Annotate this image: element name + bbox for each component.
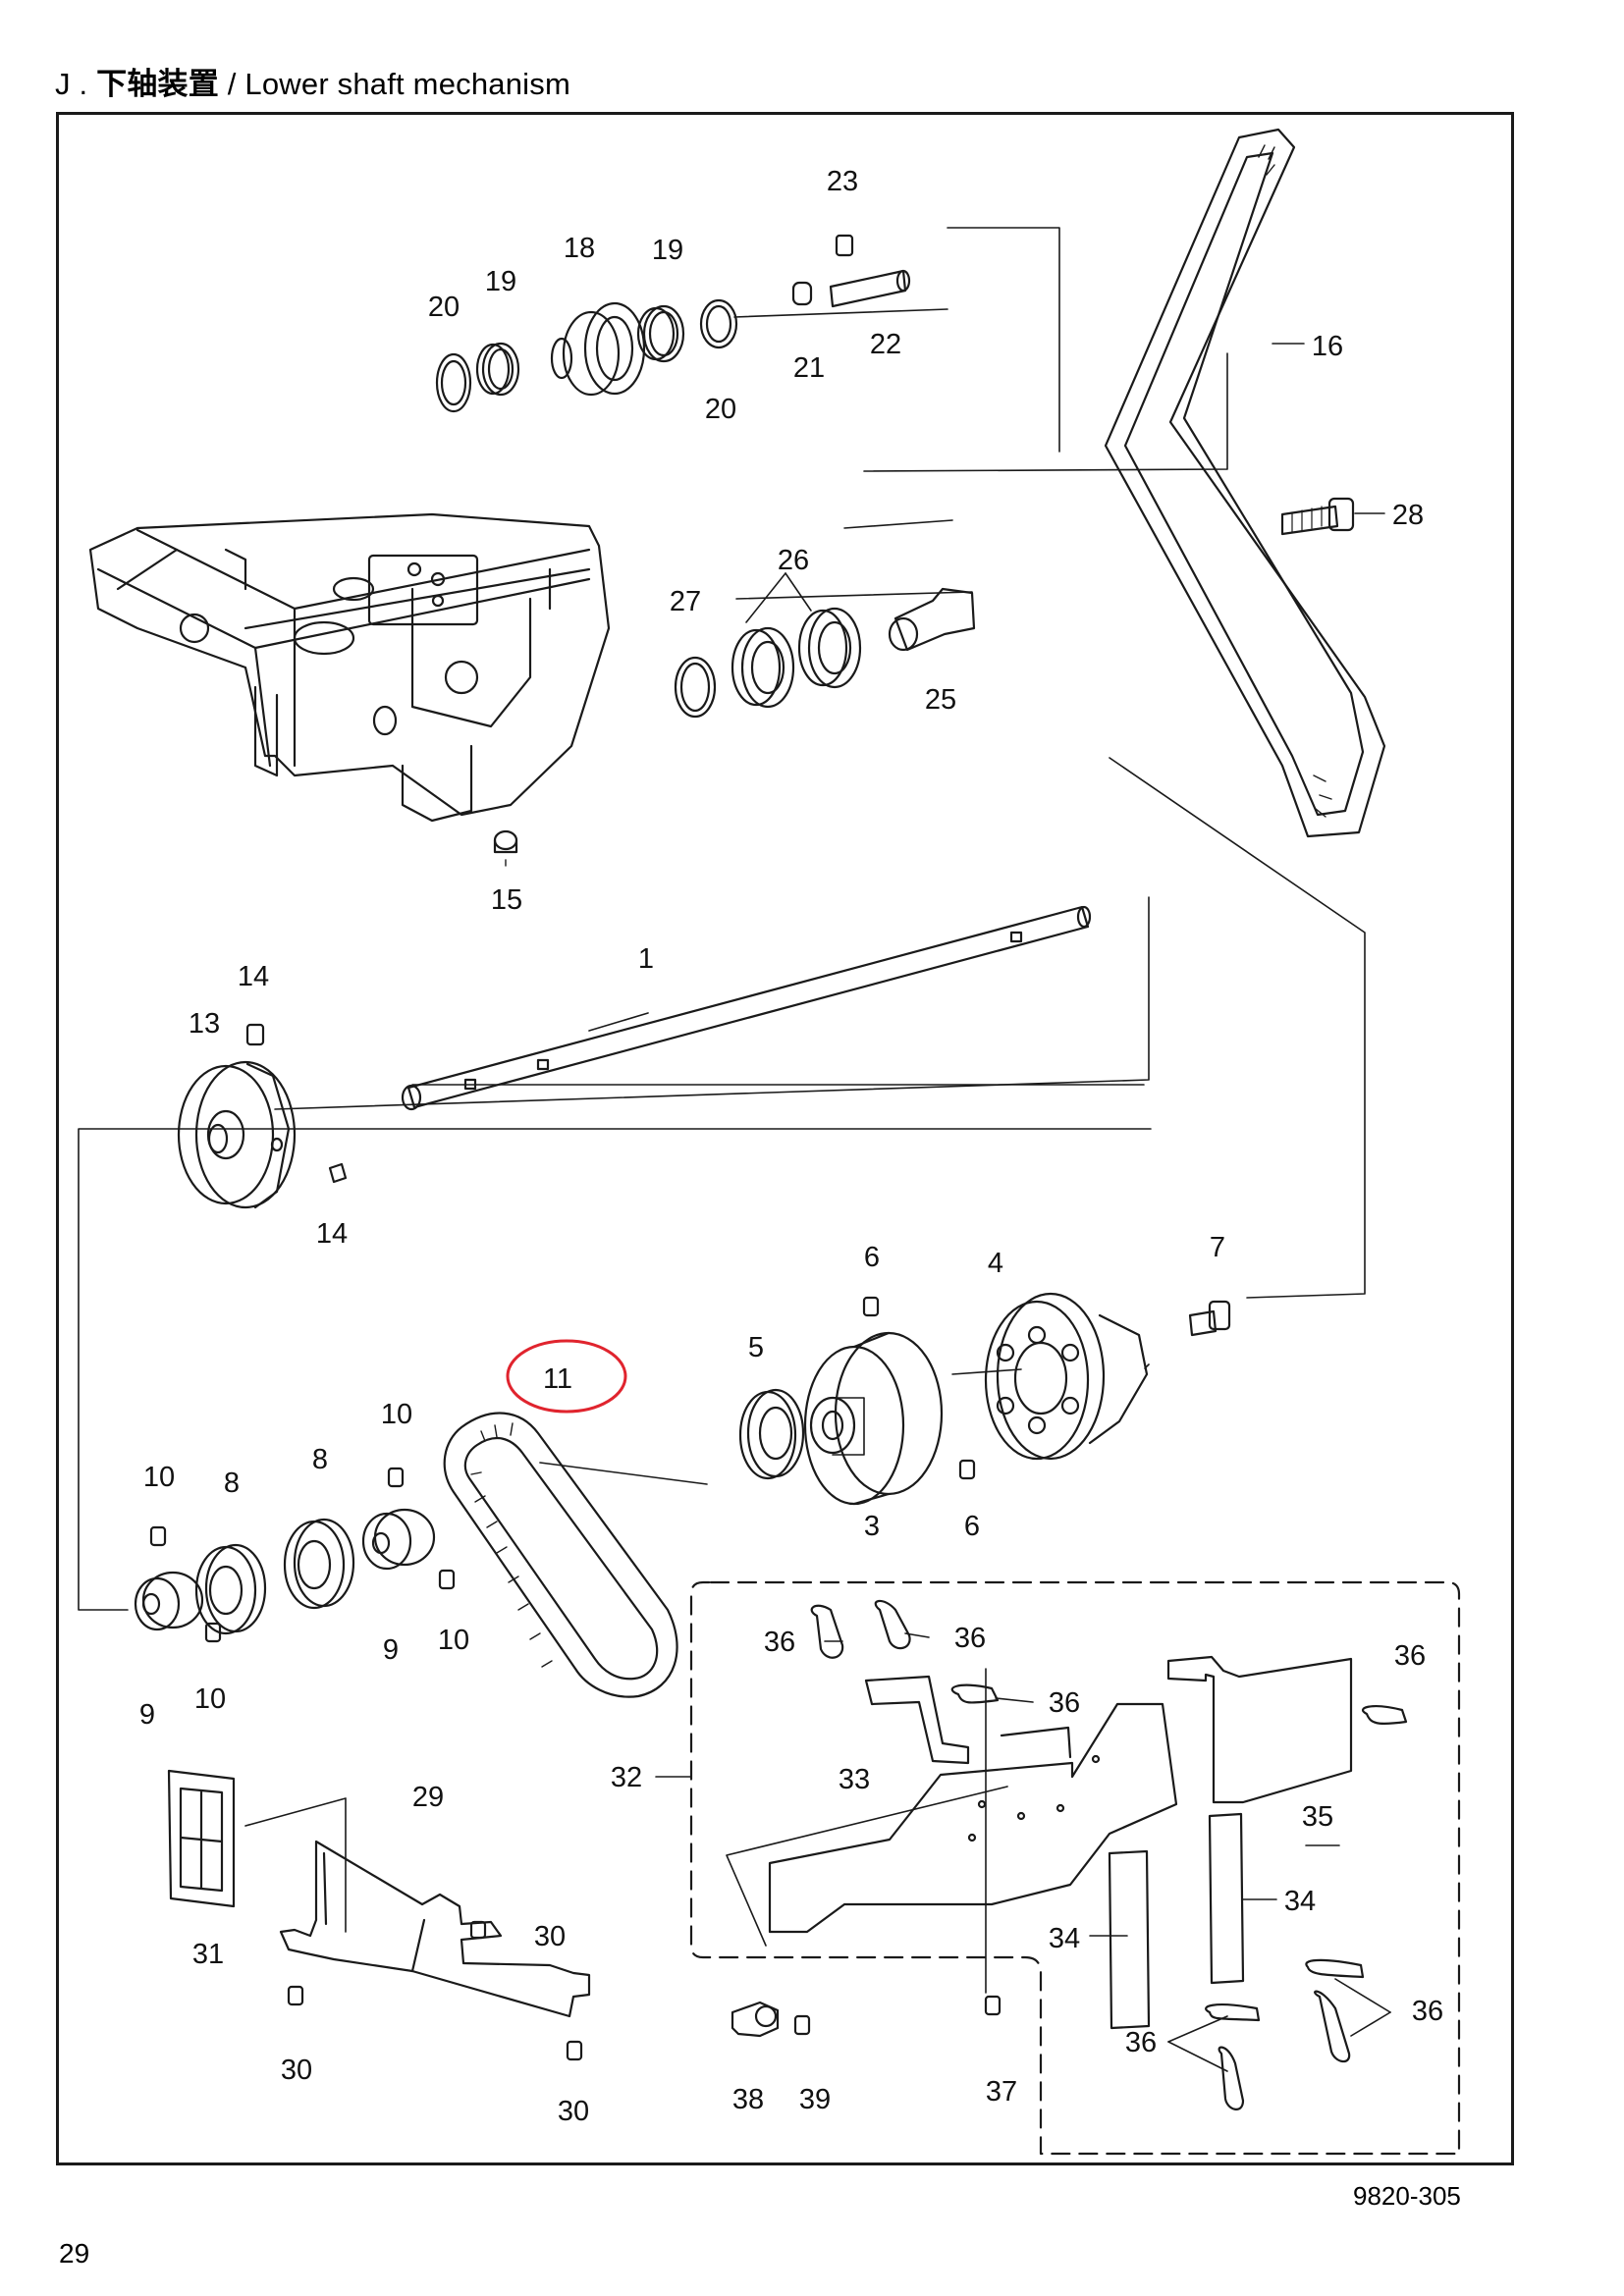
callout-27: 27 <box>670 586 701 617</box>
callout-18: 18 <box>564 233 595 264</box>
callout-16: 16 <box>1312 331 1343 362</box>
callout-30a: 30 <box>534 1921 566 1952</box>
dashed-kit-outline-32 <box>655 1580 1461 2156</box>
page-title: J . 下轴装置 / Lower shaft mechanism <box>55 59 570 103</box>
diagram-frame <box>56 112 1514 2165</box>
callout-19a: 19 <box>485 266 516 297</box>
callout-35: 35 <box>1302 1801 1333 1833</box>
callout-33: 33 <box>839 1764 870 1795</box>
callout-14a: 14 <box>238 961 269 992</box>
callout-9a: 9 <box>139 1699 155 1731</box>
pads-34 <box>1108 1812 1245 2030</box>
collar-bearing-group <box>134 1467 456 1643</box>
machine-frame-illustration <box>88 512 611 823</box>
callout-7: 7 <box>1210 1232 1225 1263</box>
callout-19b: 19 <box>652 235 683 266</box>
title-chinese: 下轴装置 <box>96 67 219 102</box>
callout-20a: 20 <box>428 292 460 323</box>
callout-34a: 34 <box>1049 1923 1080 1954</box>
pulley-group-3-7 <box>738 1292 1231 1506</box>
callout-10c: 10 <box>438 1625 469 1656</box>
callout-25: 25 <box>925 684 956 716</box>
callout-36d: 36 <box>1394 1640 1426 1672</box>
callout-20b: 20 <box>705 394 736 425</box>
callout-23: 23 <box>827 166 858 197</box>
callout-38: 38 <box>732 2084 764 2115</box>
callout-34b: 34 <box>1284 1886 1316 1917</box>
callout-8a: 8 <box>224 1468 240 1499</box>
callout-13: 13 <box>189 1008 220 1040</box>
timing-belt-11 <box>443 1412 678 1698</box>
callout-31: 31 <box>192 1939 224 1970</box>
lower-shaft-1 <box>401 905 1092 1111</box>
callout-32: 32 <box>611 1762 642 1793</box>
upper-pulley-group <box>435 234 911 413</box>
callout-9b: 9 <box>383 1634 399 1666</box>
cable-clips-36 <box>810 1599 1408 2110</box>
timing-belt-16 <box>1104 128 1386 838</box>
callout-28: 28 <box>1392 500 1424 531</box>
title-prefix: J . <box>55 67 97 101</box>
bracket-plate-33 <box>768 1675 1178 1934</box>
callout-36c: 36 <box>1049 1687 1080 1719</box>
clamp-38 <box>731 1995 1001 2038</box>
callout-37: 37 <box>986 2076 1017 2108</box>
plug-15 <box>493 829 518 867</box>
callout-8b: 8 <box>312 1444 328 1475</box>
part-number-callouts: 1 3 4 5 6 6 7 8 8 9 9 10 10 10 10 11 13 … <box>139 166 1443 2127</box>
cover-bracket-29-31 <box>167 1769 591 2061</box>
page-number: 29 <box>59 2238 90 2269</box>
callout-29: 29 <box>412 1782 444 1813</box>
callout-4: 4 <box>988 1248 1003 1279</box>
assembly-guide-lines <box>78 227 1366 1994</box>
callout-30b: 30 <box>281 2055 312 2086</box>
callout-10d: 10 <box>194 1683 226 1715</box>
callout-6b: 6 <box>964 1511 980 1542</box>
bracket-35 <box>1166 1655 1353 1804</box>
title-english: Lower shaft mechanism <box>244 67 570 101</box>
callout-6a: 6 <box>864 1242 880 1273</box>
screw-28 <box>1280 497 1355 536</box>
highlight-circle-part-11 <box>506 1339 627 1414</box>
drawing-code: 9820-305 <box>1353 2181 1461 2211</box>
callout-14b: 14 <box>316 1218 348 1250</box>
callout-22: 22 <box>870 329 901 360</box>
callout-36f: 36 <box>1125 2027 1157 2058</box>
title-separator: / <box>218 67 245 101</box>
callout-26: 26 <box>778 545 809 576</box>
callout-1: 1 <box>638 943 654 975</box>
callout-5: 5 <box>748 1332 764 1363</box>
callout-10a: 10 <box>143 1462 175 1493</box>
bearing-group-25-27 <box>674 587 976 719</box>
callout-36a: 36 <box>764 1627 795 1658</box>
callout-30c: 30 <box>558 2096 589 2127</box>
leader-lines <box>588 343 1391 2072</box>
callout-11: 11 <box>543 1363 572 1395</box>
callout-10b: 10 <box>381 1399 412 1430</box>
callout-36b: 36 <box>954 1623 986 1654</box>
callout-36e: 36 <box>1412 1996 1443 2027</box>
callout-15: 15 <box>491 884 522 916</box>
callout-21: 21 <box>793 352 825 384</box>
handwheel-13 <box>177 1023 348 1209</box>
callout-3: 3 <box>864 1511 880 1542</box>
callout-39: 39 <box>799 2084 831 2115</box>
